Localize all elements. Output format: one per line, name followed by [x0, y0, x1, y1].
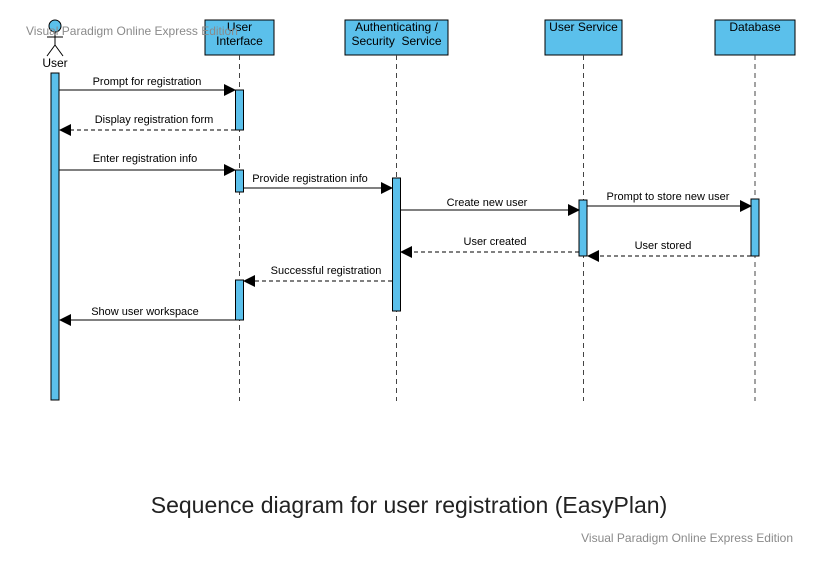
actor-leg-right	[54, 44, 64, 57]
message-label: Prompt for registration	[93, 76, 202, 88]
lifeline-header-user-service: User Service	[544, 19, 623, 56]
message-prompt-for-registration: Prompt for registration	[59, 76, 236, 96]
activation-ui-2	[235, 169, 244, 193]
message-label: Enter registration info	[93, 153, 198, 165]
watermark-bottom: Visual Paradigm Online Express Edition	[581, 531, 793, 545]
message-label: Prompt to store new user	[607, 191, 730, 203]
message-successful-registration: Successful registration	[243, 265, 392, 287]
lifeline-box	[714, 19, 796, 56]
lifeline-header-database: Database	[714, 19, 796, 56]
message-enter-registration-info: Enter registration info	[59, 153, 236, 176]
activation-auth	[392, 177, 401, 312]
message-create-new-user: Create new user	[401, 197, 580, 216]
lifeline-label: Database	[729, 20, 781, 34]
message-label: User stored	[635, 240, 692, 252]
lifeline-label-line1: User	[227, 20, 252, 34]
actor-leg-left	[46, 44, 56, 57]
message-label: Provide registration info	[252, 173, 368, 185]
diagram-caption: Sequence diagram for user registration (…	[150, 492, 668, 518]
activation-user	[50, 72, 60, 401]
message-label: Successful registration	[271, 265, 382, 277]
message-display-registration-form: Display registration form	[59, 114, 235, 136]
actor-user: User	[42, 19, 68, 70]
message-provide-registration-info: Provide registration info	[244, 173, 393, 194]
actor-label: User	[42, 56, 67, 70]
message-label: Show user workspace	[91, 306, 199, 318]
message-label: Create new user	[447, 197, 528, 209]
activation-ui-1	[235, 89, 244, 131]
message-label: Display registration form	[95, 114, 214, 126]
message-show-user-workspace: Show user workspace	[59, 306, 235, 326]
message-user-stored: User stored	[587, 240, 751, 262]
lifeline-label-line2: Security Service	[351, 34, 441, 48]
activation-database	[750, 198, 760, 257]
lifeline-header-auth: Authenticating / Security Service	[344, 19, 449, 56]
message-user-created: User created	[400, 236, 579, 258]
activation-ui-3	[235, 279, 244, 321]
lifeline-label-line1: Authenticating /	[355, 20, 438, 34]
lifeline-header-ui: User Interface	[204, 19, 275, 56]
message-label: User created	[464, 236, 527, 248]
activation-user-service	[578, 199, 588, 257]
lifeline-box	[204, 19, 275, 56]
lifeline-box	[344, 19, 449, 56]
lifeline-label-line2: Interface	[216, 34, 263, 48]
watermark-top: Visual Paradigm Online Express Edition	[26, 24, 238, 38]
lifeline-label: User Service	[549, 20, 618, 34]
message-prompt-to-store-new-user: Prompt to store new user	[587, 191, 752, 212]
